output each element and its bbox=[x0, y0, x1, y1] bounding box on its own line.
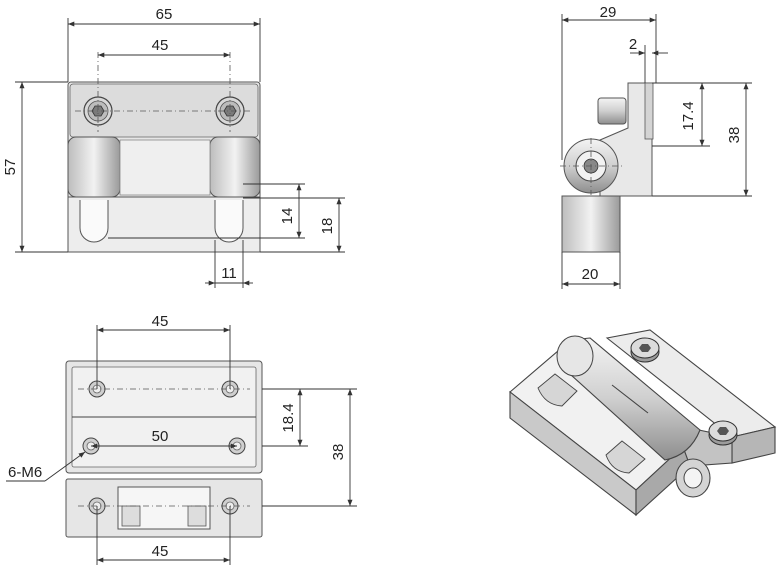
slot-left bbox=[79, 200, 109, 243]
dim-bottom-hole-spacing-top: 45 bbox=[152, 313, 169, 330]
dim-front-hole-spacing: 45 bbox=[152, 37, 169, 54]
dim-bottom-hole-spacing-wide: 50 bbox=[152, 428, 169, 445]
front-view: 65 45 57 14 18 11 bbox=[2, 6, 345, 288]
callout-thread: 6-M6 bbox=[8, 464, 42, 481]
dim-front-overall-height: 57 bbox=[2, 159, 19, 176]
slot-right bbox=[214, 200, 244, 243]
dim-side-leaf-height: 17.4 bbox=[680, 101, 697, 130]
hinge-3d-icon bbox=[509, 329, 777, 517]
knuckle-right bbox=[209, 136, 261, 198]
dim-bottom-leaf-height: 18.4 bbox=[280, 403, 297, 432]
dim-front-slot-width: 11 bbox=[221, 265, 237, 282]
bottom-view: 45 50 18.4 38 45 6-M6 bbox=[6, 313, 357, 565]
hex-socket-screw-icon bbox=[708, 420, 738, 446]
side-view: 29 2 17.4 38 20 bbox=[560, 4, 752, 289]
dim-bottom-hole-spacing-bottom: 45 bbox=[152, 543, 169, 560]
dim-bottom-height: 38 bbox=[330, 444, 347, 461]
side-screw bbox=[597, 97, 627, 125]
dim-side-offset: 2 bbox=[629, 36, 637, 53]
hex-socket-screw-icon bbox=[630, 337, 660, 363]
dim-front-overall-width: 65 bbox=[156, 6, 173, 23]
dim-front-slot-total: 18 bbox=[319, 218, 336, 235]
knuckle-left bbox=[67, 136, 121, 198]
dim-side-base-depth: 20 bbox=[582, 266, 599, 283]
dim-side-height: 38 bbox=[726, 127, 743, 144]
dim-side-depth: 29 bbox=[600, 4, 617, 21]
dim-front-slot-length: 14 bbox=[279, 208, 296, 225]
